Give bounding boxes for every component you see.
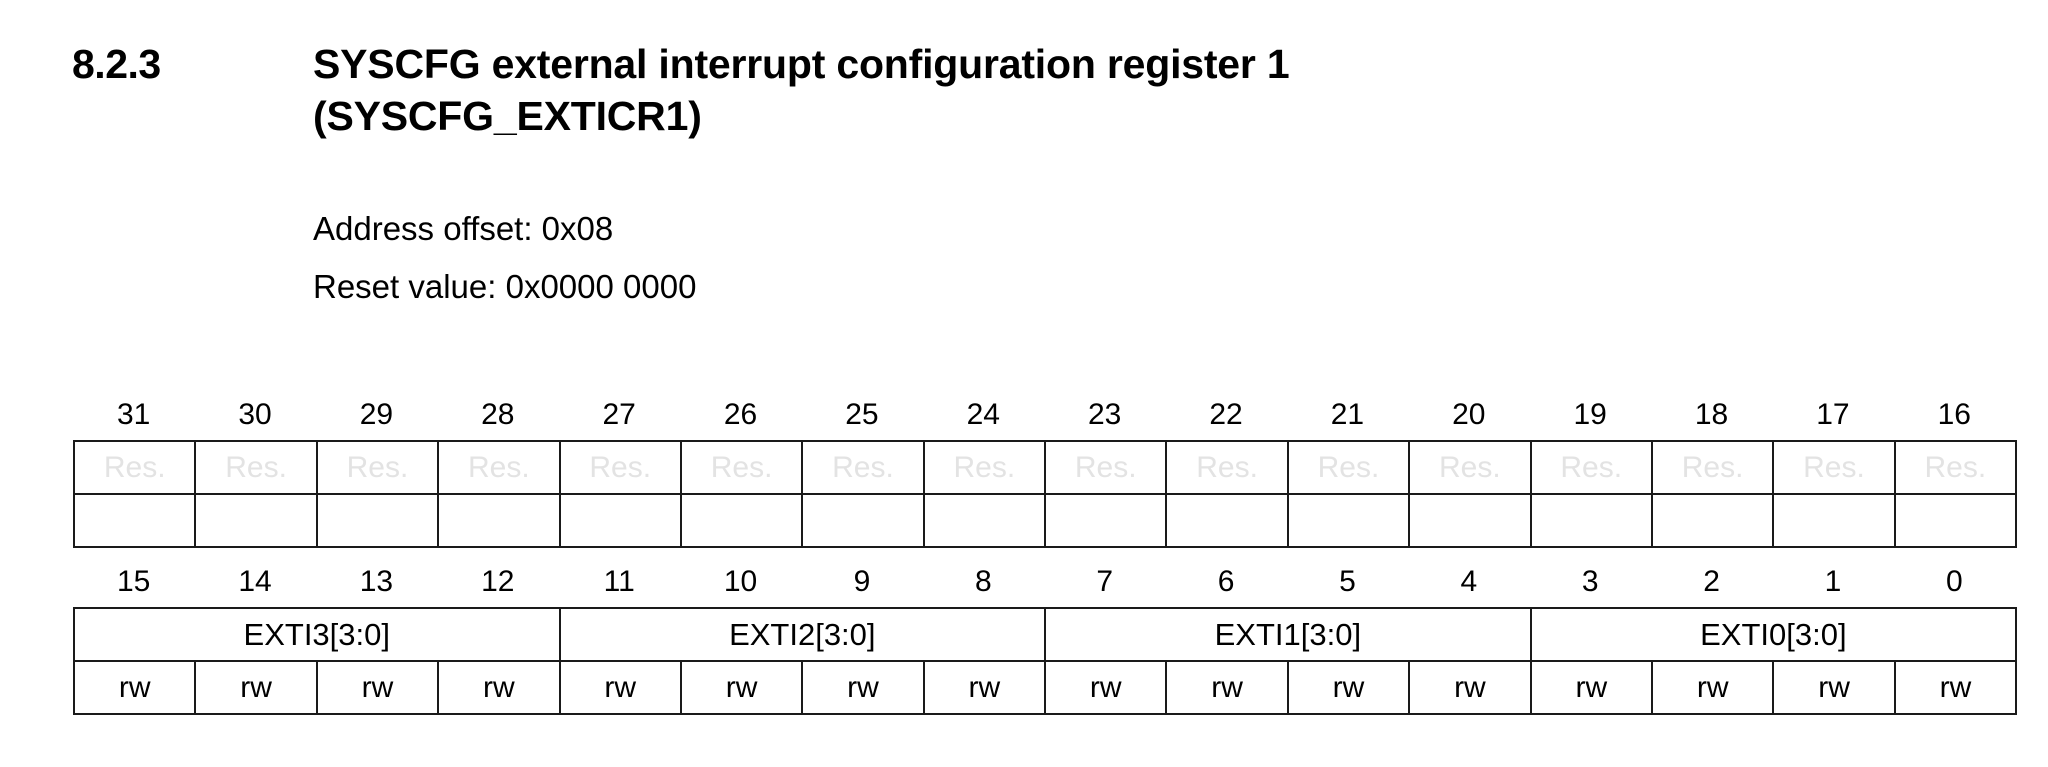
- access-cell-10: [1286, 493, 1411, 548]
- register-table-high: Res.Res.Res.Res.Res.Res.Res.Res.Res.Res.…: [72, 440, 2018, 548]
- section-heading: 8.2.3 SYSCFG external interrupt configur…: [72, 38, 1972, 142]
- bit-number-29: 29: [359, 398, 394, 431]
- reserved-cell-10: Res.: [1286, 440, 1411, 495]
- page-title: SYSCFG external interrupt configuration …: [313, 41, 1290, 139]
- access-row-high: [72, 493, 2018, 548]
- field-cell-exti1-3-0: EXTI1[3:0]: [1044, 607, 1532, 662]
- bit-number-31: 31: [117, 398, 151, 431]
- access-cell-15: rw: [1893, 660, 2018, 715]
- access-cell-13: [1650, 493, 1775, 548]
- register-table-low: EXTI3[3:0]EXTI2[3:0]EXTI1[3:0]EXTI0[3:0]…: [72, 607, 2018, 715]
- access-cell-12: [1529, 493, 1653, 548]
- access-cell-4: rw: [558, 660, 682, 715]
- access-cell-14: rw: [1772, 660, 1896, 715]
- access-cell-10: rw: [1286, 660, 1411, 715]
- bit-number-24: 24: [966, 398, 1000, 431]
- access-cell-5: rw: [679, 660, 804, 715]
- reset-value-line: Reset value: 0x0000 0000: [313, 268, 697, 305]
- reserved-cell-7: Res.: [922, 440, 1047, 495]
- reserved-cell-13: Res.: [1650, 440, 1775, 495]
- reserved-cell-12: Res.: [1529, 440, 1653, 495]
- reserved-cell-11: Res.: [1408, 440, 1532, 495]
- bit-number-16: 16: [1937, 398, 1971, 431]
- bit-number-26: 26: [723, 398, 758, 431]
- access-cell-6: [801, 493, 925, 548]
- bit-number-20: 20: [1452, 398, 1486, 431]
- bit-number-8: 8: [974, 565, 992, 598]
- access-cell-7: rw: [922, 660, 1047, 715]
- bit-number-25: 25: [845, 398, 879, 431]
- access-cell-14: [1772, 493, 1896, 548]
- access-cell-1: rw: [194, 660, 318, 715]
- bit-number-1: 1: [1824, 565, 1842, 598]
- access-cell-2: [315, 493, 440, 548]
- bit-number-11: 11: [603, 565, 635, 598]
- access-cell-11: rw: [1408, 660, 1532, 715]
- access-cell-12: rw: [1529, 660, 1653, 715]
- reserved-cell-9: Res.: [1165, 440, 1289, 495]
- bit-number-27: 27: [602, 398, 636, 431]
- address-offset-line: Address offset: 0x08: [313, 210, 614, 247]
- bit-number-5: 5: [1339, 565, 1356, 598]
- access-cell-0: rw: [72, 660, 197, 715]
- reserved-cell-3: Res.: [437, 440, 561, 495]
- access-cell-6: rw: [801, 660, 925, 715]
- access-cell-9: rw: [1165, 660, 1289, 715]
- reserved-cell-6: Res.: [801, 440, 925, 495]
- access-cell-13: rw: [1650, 660, 1775, 715]
- bit-number-9: 9: [853, 565, 871, 598]
- access-cell-3: rw: [437, 660, 561, 715]
- access-cell-9: [1165, 493, 1289, 548]
- bit-number-2: 2: [1703, 565, 1720, 598]
- field-cell-exti0-3-0: EXTI0[3:0]: [1529, 607, 2018, 662]
- bit-number-4: 4: [1460, 565, 1478, 598]
- bit-number-3: 3: [1581, 565, 1599, 598]
- reserved-cell-14: Res.: [1772, 440, 1896, 495]
- field-cell-exti3-3-0: EXTI3[3:0]: [73, 607, 561, 662]
- access-cell-11: [1408, 493, 1532, 548]
- access-cell-1: [194, 493, 318, 548]
- access-cell-7: [922, 493, 1047, 548]
- access-cell-2: rw: [315, 660, 440, 715]
- field-row-high: Res.Res.Res.Res.Res.Res.Res.Res.Res.Res.…: [72, 440, 2018, 495]
- reserved-cell-0: Res.: [72, 440, 197, 495]
- access-cell-8: rw: [1044, 660, 1168, 715]
- bit-number-12: 12: [481, 565, 515, 598]
- bit-number-23: 23: [1088, 398, 1122, 431]
- reserved-cell-8: Res.: [1043, 440, 1168, 495]
- bit-number-22: 22: [1209, 398, 1243, 431]
- field-row-low: EXTI3[3:0]EXTI2[3:0]EXTI1[3:0]EXTI0[3:0]: [73, 607, 2018, 662]
- access-cell-3: [437, 493, 561, 548]
- access-cell-5: [679, 493, 804, 548]
- bit-number-28: 28: [481, 398, 515, 431]
- bit-number-17: 17: [1816, 398, 1850, 431]
- reserved-cell-2: Res.: [315, 440, 440, 495]
- bit-number-row-high: 31 30 29 28 27 26 25 24 23 22 21 20 19 18 17 16: [73, 398, 2015, 440]
- section-number: 8.2.3: [72, 41, 161, 87]
- bit-number-18: 18: [1694, 398, 1729, 431]
- bit-number-19: 19: [1573, 398, 1607, 431]
- bit-number-15: 15: [117, 565, 151, 598]
- access-cell-4: [558, 493, 682, 548]
- field-cell-exti2-3-0: EXTI2[3:0]: [558, 607, 1047, 662]
- bit-number-14: 14: [238, 565, 272, 598]
- bit-number-0: 0: [1945, 565, 1963, 598]
- reserved-cell-1: Res.: [194, 440, 318, 495]
- bit-number-7: 7: [1096, 565, 1114, 598]
- reserved-cell-5: Res.: [679, 440, 804, 495]
- access-cell-0: [72, 493, 197, 548]
- access-cell-8: [1043, 493, 1168, 548]
- bit-number-10: 10: [723, 565, 758, 598]
- access-cell-15: [1893, 493, 2018, 548]
- reserved-cell-4: Res.: [558, 440, 682, 495]
- bit-number-30: 30: [238, 398, 272, 431]
- bit-number-6: 6: [1217, 565, 1235, 598]
- bit-number-13: 13: [359, 565, 394, 598]
- reserved-cell-15: Res.: [1893, 440, 2018, 495]
- bit-number-21: 21: [1330, 398, 1365, 431]
